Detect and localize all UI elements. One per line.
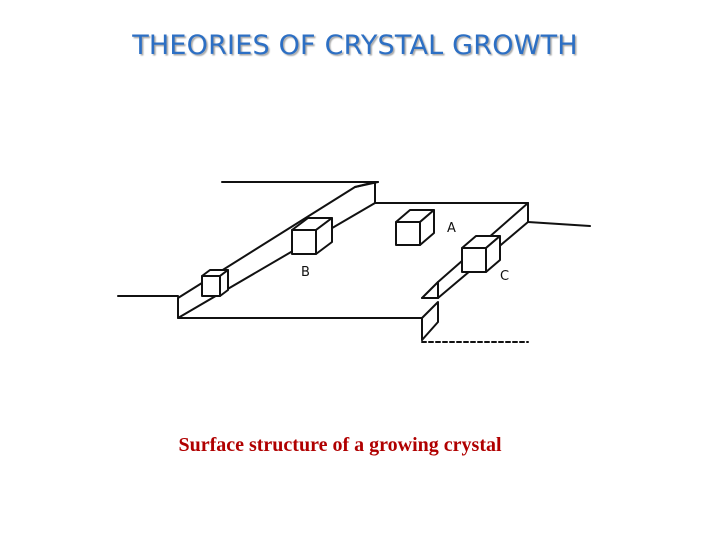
cube-a xyxy=(395,209,435,246)
cube-b xyxy=(291,217,333,255)
label-b: B xyxy=(301,265,310,280)
slide-title: THEORIES OF CRYSTAL GROWTH xyxy=(132,30,578,61)
label-c: C xyxy=(500,269,509,284)
cube-adatom-left xyxy=(201,269,229,297)
cube-c xyxy=(461,235,501,273)
label-a: A xyxy=(447,221,456,236)
crystal-surface-outline xyxy=(117,181,591,343)
diagram-caption: Surface structure of a growing crystal xyxy=(178,434,502,456)
